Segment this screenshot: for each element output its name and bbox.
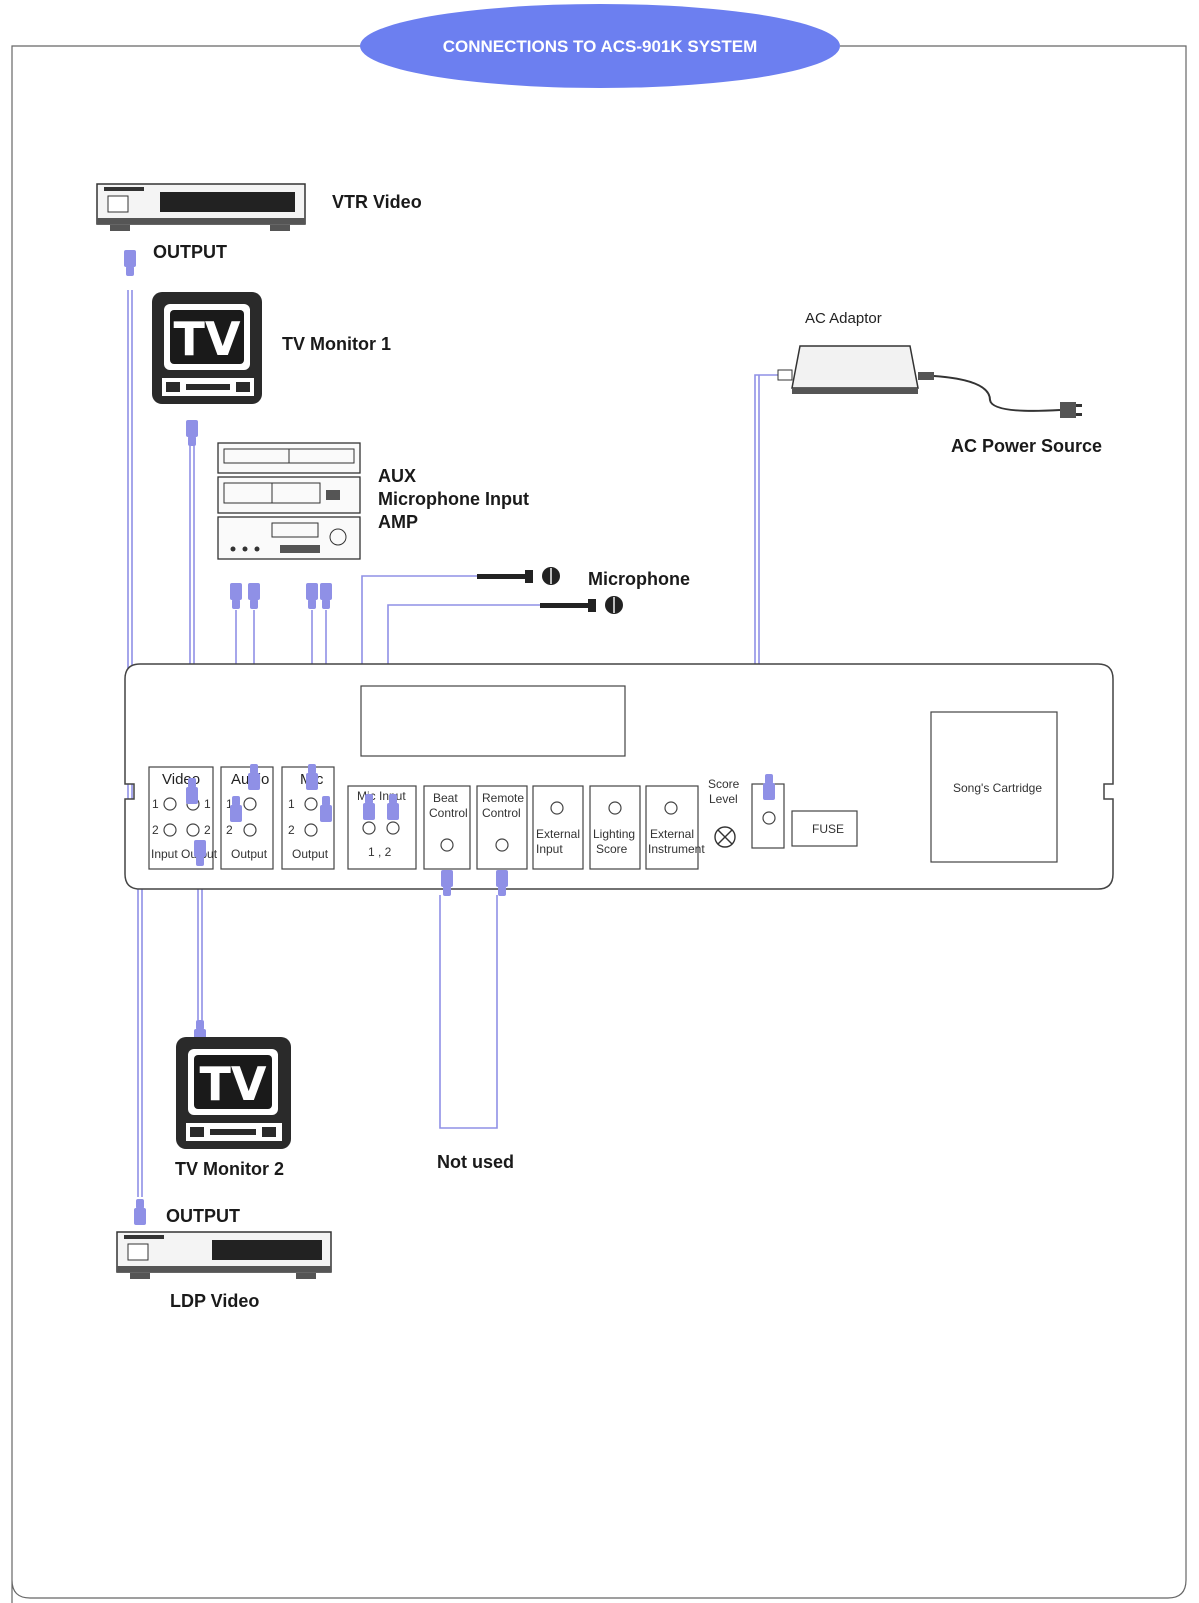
beat-control-jack-group <box>423 785 471 870</box>
ldp-output-label: OUTPUT <box>166 1206 240 1226</box>
video-row2-right: 2 <box>204 823 211 837</box>
fuse-holder <box>791 810 858 847</box>
ldp-video-label: LDP Video <box>170 1291 259 1311</box>
microphone-input-label: Microphone Input <box>378 489 529 509</box>
score-level-knob-icon[interactable] <box>714 826 736 848</box>
external-input-line1: External <box>536 827 580 841</box>
tv-monitor-2: TV <box>176 1037 291 1149</box>
mic-input-jack-group <box>347 785 417 870</box>
ac-adaptor-label: AC Adaptor <box>805 310 882 327</box>
acs-901k-unit: Video 1 1 2 2 Input Output Audio 1 2 Out… <box>124 663 1114 890</box>
mic-row1: 1 <box>288 797 295 811</box>
vtr-video-label: VTR Video <box>332 192 422 212</box>
mic-input-label: Mic Input <box>357 789 406 803</box>
title-banner: CONNECTIONS TO ACS-901K SYSTEM <box>360 4 840 88</box>
tv-monitor-2-label: TV Monitor 2 <box>175 1159 284 1179</box>
page-title: CONNECTIONS TO ACS-901K SYSTEM <box>443 37 758 56</box>
tv1-plug <box>186 420 198 446</box>
tv2-screen-label: TV <box>200 1057 267 1111</box>
audio-row1: 1 <box>226 797 233 811</box>
amp-plug-4 <box>320 583 332 609</box>
vtr-output-label: OUTPUT <box>153 242 227 262</box>
display-window <box>360 685 626 757</box>
external-input-jack-group <box>532 785 584 870</box>
amp-plug-3 <box>306 583 318 609</box>
remote-control-plug <box>496 870 508 896</box>
amp-plug-2 <box>248 583 260 609</box>
fuse-label: FUSE <box>812 822 844 836</box>
video-footer: Input Output <box>151 847 218 861</box>
ac-power-source-label: AC Power Source <box>951 436 1102 456</box>
microphone-1 <box>477 567 560 585</box>
audio-footer: Output <box>231 847 268 861</box>
song-cartridge-slot <box>930 711 1058 863</box>
beat-control-line2: Control <box>429 806 468 820</box>
tv-monitor-1: TV <box>152 292 262 404</box>
mic-input-footer: 1 , 2 <box>368 845 392 859</box>
lighting-score-jack-group <box>589 785 641 870</box>
video-row2-left: 2 <box>152 823 159 837</box>
beat-control-plug <box>441 870 453 896</box>
external-instrument-jack-group <box>645 785 699 870</box>
not-used-label: Not used <box>437 1152 514 1172</box>
video-row1-right: 1 <box>204 797 211 811</box>
mic-footer: Output <box>292 847 329 861</box>
microphone-2 <box>540 596 623 614</box>
score-level-line1: Score <box>708 777 740 791</box>
lighting-score-line2: Score <box>596 842 628 856</box>
cartridge-label: Song's Cartridge <box>953 781 1042 795</box>
tv-screen-label: TV <box>174 312 241 366</box>
audio-jack-group <box>220 766 274 870</box>
remote-control-line2: Control <box>482 806 521 820</box>
external-instrument-line2: Instrument <box>648 842 705 856</box>
vtr-video-device <box>96 183 306 231</box>
vtr-output-plug <box>124 250 136 276</box>
external-input-line2: Input <box>536 842 563 856</box>
ldp-output-plug <box>134 1199 146 1225</box>
lighting-score-line1: Lighting <box>593 827 635 841</box>
video-row1-left: 1 <box>152 797 159 811</box>
audio-row2: 2 <box>226 823 233 837</box>
tv-monitor-1-label: TV Monitor 1 <box>282 334 391 354</box>
amp-plug-1 <box>230 583 242 609</box>
remote-control-jack-group <box>476 785 528 870</box>
microphone-label: Microphone <box>588 569 690 589</box>
ldp-video-device <box>116 1231 332 1279</box>
page-frame <box>11 45 1187 1603</box>
score-level-line2: Level <box>709 792 738 806</box>
external-instrument-line1: External <box>650 827 694 841</box>
ac-adaptor <box>777 345 1082 418</box>
audio-stack <box>217 442 361 560</box>
amp-label: AMP <box>378 512 418 532</box>
beat-control-line1: Beat <box>433 791 458 805</box>
remote-control-line1: Remote <box>482 791 524 805</box>
aux-label: AUX <box>378 466 416 486</box>
mic-row2: 2 <box>288 823 295 837</box>
